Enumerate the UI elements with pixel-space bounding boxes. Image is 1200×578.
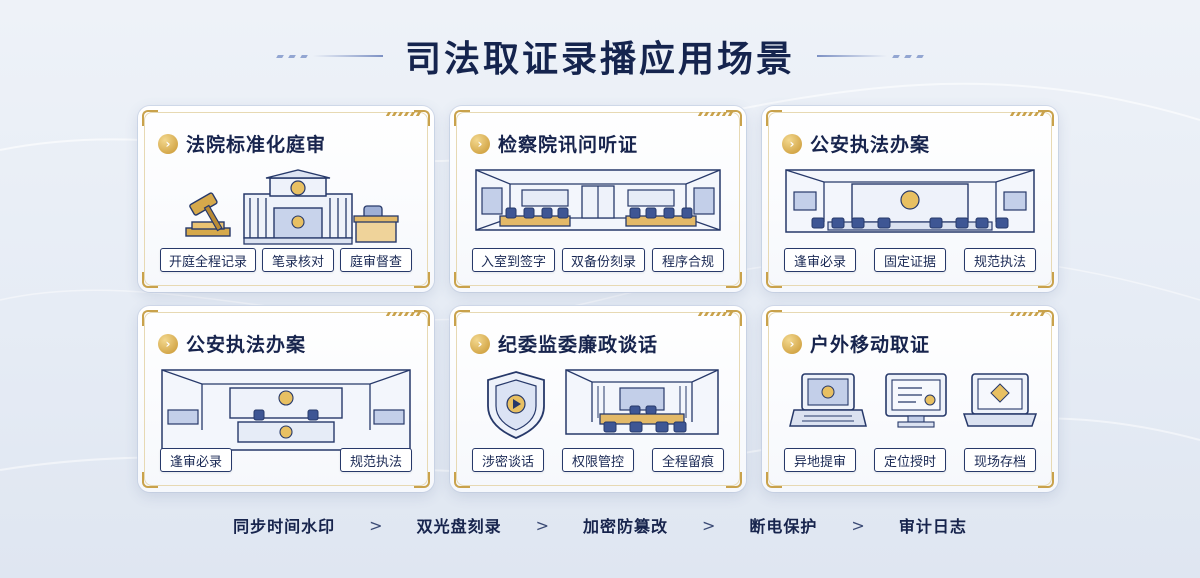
- scenario-card-police-office[interactable]: › 公安执法办案 逢审必录 固定证据 规范执法: [762, 106, 1058, 292]
- chevron-right-icon: >: [369, 515, 383, 535]
- mobile-devices-illustration: [789, 373, 1038, 428]
- tag[interactable]: 双备份刻录: [562, 248, 646, 272]
- tag[interactable]: 异地提审: [784, 448, 856, 472]
- flow-step: 双光盘刻录: [416, 517, 502, 536]
- scenario-card-discipline[interactable]: › 纪委监委廉政谈话 涉密谈话 权限管控 全程留痕: [450, 306, 746, 492]
- tag[interactable]: 入室到签字: [472, 248, 556, 272]
- flow-step: 断电保护: [749, 517, 818, 536]
- tag[interactable]: 逢审必录: [160, 448, 232, 472]
- scenario-card-court[interactable]: › 法院标准化庭审 开庭全程记录 笔录核对 庭审督查: [138, 106, 434, 292]
- tag[interactable]: 定位授时: [874, 448, 946, 472]
- tag-list: 逢审必录 固定证据 规范执法: [762, 248, 1058, 272]
- tag[interactable]: 固定证据: [874, 248, 946, 272]
- tag[interactable]: 现场存档: [964, 448, 1036, 472]
- card-title: 户外移动取证: [810, 334, 931, 356]
- tag[interactable]: 庭审督查: [339, 248, 412, 272]
- police-hall-illustration: [161, 369, 411, 451]
- chevron-right-icon: ›: [470, 333, 490, 354]
- chevron-right-icon: ›: [782, 133, 802, 154]
- shield-and-meeting-room-illustration: [487, 369, 719, 439]
- chevron-right-icon: >: [851, 515, 865, 535]
- chevron-right-icon: >: [535, 515, 549, 535]
- tag[interactable]: 开庭全程记录: [160, 248, 257, 272]
- chevron-right-icon: >: [702, 515, 716, 535]
- tag[interactable]: 涉密谈话: [472, 448, 544, 472]
- chevron-right-icon: ›: [158, 333, 178, 354]
- card-title: 法院标准化庭审: [186, 134, 327, 156]
- card-title: 检察院讯问听证: [498, 134, 639, 156]
- tag-list: 逢审必录 规范执法: [138, 448, 434, 472]
- tag[interactable]: 全程留痕: [652, 448, 724, 472]
- scenario-card-procuratorate[interactable]: › 检察院讯问听证 入室到签字 双备份刻录 程序合规: [450, 106, 746, 292]
- title-decoration-right: [817, 54, 924, 58]
- header: 司法取证录播应用场景: [0, 28, 1200, 84]
- card-title: 纪委监委廉政谈话: [498, 334, 659, 356]
- scenario-card-mobile[interactable]: › 户外移动取证 异地提审 定位授时 现场存档: [762, 306, 1058, 492]
- flow-step: 同步时间水印: [233, 517, 336, 536]
- tag[interactable]: 逢审必录: [784, 248, 856, 272]
- scenario-card-police-hall[interactable]: › 公安执法办案 逢审必录 规范执法: [138, 306, 434, 492]
- tag[interactable]: 笔录核对: [262, 248, 334, 272]
- tag-list: 入室到签字 双备份刻录 程序合规: [450, 248, 746, 272]
- chevron-right-icon: ›: [782, 333, 802, 354]
- flow-step: 审计日志: [898, 517, 967, 536]
- tag-list: 异地提审 定位授时 现场存档: [762, 448, 1058, 472]
- tag[interactable]: 规范执法: [964, 248, 1036, 272]
- flow-step: 加密防篡改: [582, 517, 668, 536]
- feature-flow: 同步时间水印 > 双光盘刻录 > 加密防篡改 > 断电保护 > 审计日志: [0, 508, 1200, 542]
- police-office-illustration: [785, 169, 1035, 233]
- card-title: 公安执法办案: [186, 334, 307, 356]
- tag[interactable]: 程序合规: [652, 248, 724, 272]
- chevron-right-icon: ›: [470, 133, 490, 154]
- chevron-right-icon: ›: [158, 133, 178, 154]
- tag[interactable]: 权限管控: [562, 448, 634, 472]
- title-decoration-left: [276, 54, 383, 58]
- tag[interactable]: 规范执法: [340, 448, 412, 472]
- courtroom-illustration: [185, 169, 399, 245]
- hearing-room-illustration: [475, 169, 721, 231]
- card-title: 公安执法办案: [810, 134, 931, 156]
- tag-list: 开庭全程记录 笔录核对 庭审督查: [138, 248, 434, 272]
- page-title: 司法取证录播应用场景: [404, 39, 795, 80]
- tag-list: 涉密谈话 权限管控 全程留痕: [450, 448, 746, 472]
